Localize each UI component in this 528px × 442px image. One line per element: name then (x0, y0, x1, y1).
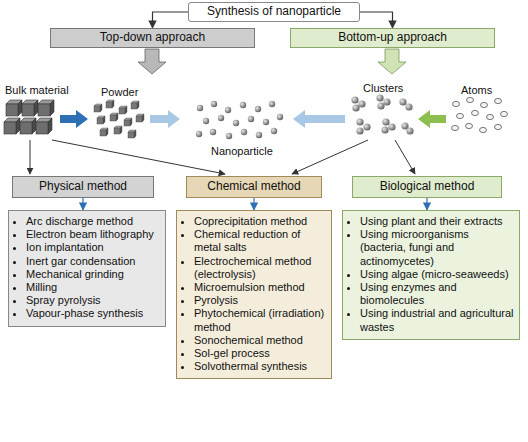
box-text: Top-down approach (100, 31, 205, 45)
list-item: Chemical reduction of metal salts (194, 228, 327, 254)
stage-label: Clusters (362, 82, 404, 94)
process-arrow (150, 110, 180, 128)
connector (153, 12, 189, 28)
stage-label: Bulk material (4, 84, 70, 96)
approach-box: Top-down approach (50, 28, 255, 48)
box-text: Physical method (39, 180, 127, 194)
connector (426, 198, 427, 210)
list-item: Using algae (micro-seaweeds) (360, 268, 515, 281)
list-item: Milling (26, 281, 161, 294)
list-item: Coprecipitation method (194, 215, 327, 228)
method-list: Coprecipitation methodChemical reduction… (176, 210, 332, 379)
process-arrow (418, 110, 446, 128)
bullet-list: Using plant and their extractsUsing micr… (347, 215, 515, 334)
list-item: Using microorganisms (bacteria, fungi an… (360, 228, 515, 268)
box-text: Chemical method (207, 180, 300, 194)
list-item: Pyrolysis (194, 294, 327, 307)
connector (360, 12, 393, 28)
stage-label: Atoms (460, 84, 493, 96)
leader-arrow (292, 140, 368, 174)
list-item: Solvothermal synthesis (194, 360, 327, 373)
list-item: Using plant and their extracts (360, 215, 515, 228)
process-arrow (60, 110, 88, 128)
method-box: Biological method (352, 176, 502, 198)
method-list: Using plant and their extractsUsing micr… (342, 210, 520, 340)
list-item: Microemulsion method (194, 281, 327, 294)
list-item: Electrochemical method (electrolysis) (194, 255, 327, 281)
stage-label: Nanoparticle (210, 145, 274, 157)
process-arrow (293, 110, 345, 128)
list-item: Ion implantation (26, 241, 161, 254)
list-item: Sonochemical method (194, 334, 327, 347)
nanoparticles (196, 101, 283, 139)
title-box: Synthesis of nanoparticle (188, 2, 360, 22)
leader-arrow (395, 140, 415, 174)
block-arrow (378, 49, 406, 74)
leader-arrow (30, 140, 31, 174)
bullet-list: Coprecipitation methodChemical reduction… (181, 215, 327, 373)
list-item: Arc discharge method (26, 215, 161, 228)
approach-box: Bottom-up approach (290, 28, 495, 48)
list-item: Vapour-phase synthesis (26, 307, 161, 320)
method-list: Arc discharge methodElectron beam lithog… (8, 210, 166, 327)
powder-particles (94, 100, 144, 138)
list-item: Inert gar condensation (26, 255, 161, 268)
box-text: Biological method (380, 180, 475, 194)
box-text: Synthesis of nanoparticle (207, 5, 341, 19)
list-item: Sol-gel process (194, 347, 327, 360)
bulk-cubes (4, 100, 54, 134)
leader-arrow (52, 140, 225, 174)
list-item: Phytochemical (irradiation) method (194, 307, 327, 333)
clusters (351, 94, 413, 134)
atoms (452, 97, 508, 132)
list-item: Mechanical grinding (26, 268, 161, 281)
box-text: Bottom-up approach (338, 31, 447, 45)
list-item: Electron beam lithography (26, 228, 161, 241)
list-item: Spray pyrolysis (26, 294, 161, 307)
stage-label: Powder (100, 86, 139, 98)
block-arrow (138, 49, 166, 74)
list-item: Using enzymes and biomolecules (360, 281, 515, 307)
connector (82, 198, 83, 210)
method-box: Chemical method (186, 176, 322, 198)
method-box: Physical method (12, 176, 154, 198)
connector (253, 198, 254, 210)
list-item: Using industrial and agricultural wastes (360, 307, 515, 333)
bullet-list: Arc discharge methodElectron beam lithog… (13, 215, 161, 321)
